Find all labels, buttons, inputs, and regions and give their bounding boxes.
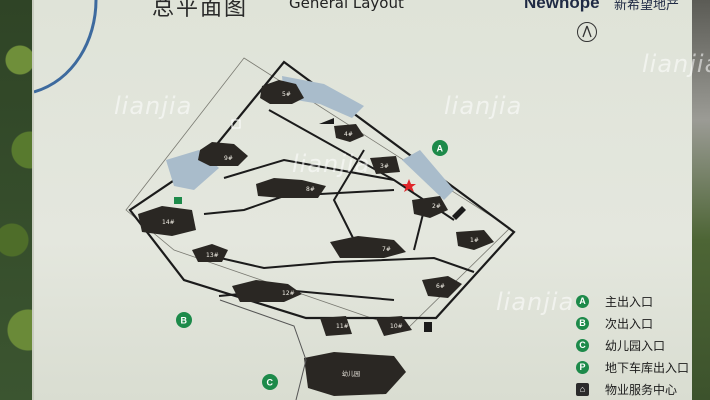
legend-label: 次出入口 <box>605 316 654 331</box>
building-11 <box>320 316 352 336</box>
building-label: 10# <box>390 323 403 330</box>
entrance-badge: C <box>576 338 589 352</box>
building-label: 1# <box>470 237 479 244</box>
building-3 <box>370 156 400 174</box>
svg-text:A: A <box>437 144 444 154</box>
svg-text:B: B <box>181 316 188 326</box>
title-cn: 总平面图 <box>152 0 249 21</box>
building-6 <box>422 276 462 298</box>
brand-logo-cn: 新希望地产 <box>614 0 680 13</box>
building-label: 13# <box>206 252 219 259</box>
entrance-badge: B <box>576 316 589 330</box>
entrance-badge: A <box>576 294 589 308</box>
building-label: 14# <box>162 219 175 226</box>
building-2 <box>412 196 448 218</box>
legend-item: C 幼儿园入口 <box>576 334 689 356</box>
building-14 <box>138 206 196 236</box>
buildings <box>138 80 494 396</box>
building-10 <box>376 316 412 336</box>
building-service-icon <box>231 119 241 129</box>
building-service-icon: ⌂ <box>576 382 589 396</box>
watermark: lianjia <box>292 150 371 178</box>
building-1 <box>456 230 494 250</box>
building-label: 8# <box>306 186 315 193</box>
legend-label: 主出入口 <box>605 294 654 309</box>
parking-badge: P <box>576 360 589 374</box>
watermark: lianjia <box>444 92 523 120</box>
building-label: 12# <box>282 290 295 297</box>
building-8 <box>256 178 326 198</box>
building-13 <box>192 244 228 262</box>
building-label: 3# <box>380 163 389 170</box>
compass-icon <box>577 22 597 42</box>
legend-label: 物业服务中心 <box>605 382 678 397</box>
legend-item: A 主出入口 <box>576 290 689 312</box>
entrance-b: B <box>176 312 192 328</box>
watermark: lianjia <box>114 92 193 120</box>
blue-path <box>34 0 98 94</box>
site-plan: 5# 4# 9# 3# 8# 14# 2# 1# 13# 7# 6# 12# 1… <box>34 0 516 400</box>
red-star-icon <box>402 179 416 192</box>
parking-marker <box>174 118 466 332</box>
building-label: 11# <box>336 323 349 330</box>
legend-item: ⌂ 物业服务中心 <box>576 378 689 400</box>
building-12 <box>232 280 302 302</box>
water-feature <box>282 76 364 118</box>
legend-label: 地下车库出入口 <box>605 360 690 375</box>
brand-logo-en: Newhope <box>524 0 600 12</box>
building-9 <box>198 142 248 166</box>
building-5 <box>260 80 304 104</box>
svg-text:C: C <box>267 378 274 388</box>
watermark: lianjia <box>642 50 710 78</box>
sign-board: 总平面图 General Layout Newhope 新希望地产 <box>32 0 710 400</box>
title-en: General Layout <box>289 0 404 12</box>
building-label: 幼儿园 <box>342 370 360 378</box>
building-7 <box>330 236 406 258</box>
building-4 <box>334 124 364 142</box>
legend-item: P 地下车库出入口 <box>576 356 689 378</box>
entrance-c: C <box>262 374 278 390</box>
building-kindergarten <box>304 352 406 396</box>
building-label: 4# <box>344 131 353 138</box>
building-label: 7# <box>382 246 391 253</box>
entrance-a: A <box>432 140 448 156</box>
water-feature <box>402 150 454 200</box>
building-label: 2# <box>432 203 441 210</box>
building-label: 6# <box>436 283 445 290</box>
legend: A 主出入口 B 次出入口 C 幼儿园入口 P 地下车库出入口 ⌂ 物业服务中心 <box>576 290 689 400</box>
legend-label: 幼儿园入口 <box>605 338 666 353</box>
legend-item: B 次出入口 <box>576 312 689 334</box>
watermark: lianjia <box>496 288 575 316</box>
building-label: 9# <box>224 155 233 162</box>
building-label: 5# <box>282 91 291 98</box>
foliage-right <box>688 0 710 400</box>
